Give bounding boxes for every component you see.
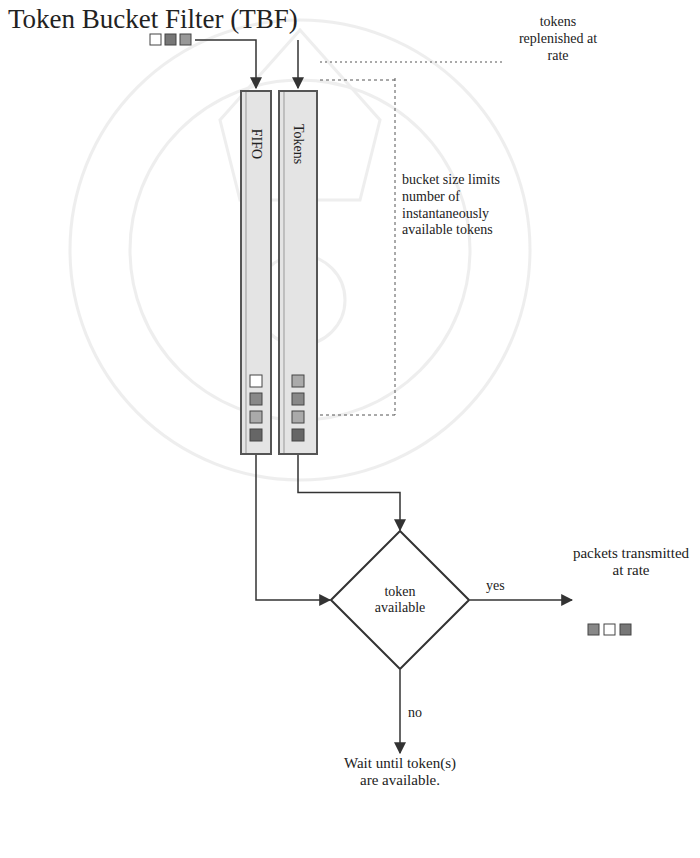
text-node: Wait until token(s) are available.	[340, 755, 460, 790]
edge-label: no	[406, 705, 424, 721]
connector	[399, 670, 401, 753]
decision-diamond: token available	[330, 530, 470, 670]
connector	[298, 455, 400, 530]
queue-column: FIFO	[240, 90, 272, 455]
node-text: Wait until token(s) are available.	[340, 755, 460, 790]
connector	[256, 455, 330, 600]
node-text: packets transmitted at rate	[572, 545, 690, 580]
queue-column: Tokens	[278, 90, 318, 455]
column-label: FIFO	[248, 129, 264, 159]
column-label: Tokens	[290, 124, 306, 164]
annotation: tokens replenished at rate	[508, 14, 608, 64]
diagram-title: Token Bucket Filter (TBF)	[8, 4, 298, 35]
annotation: bucket size limits number of instantaneo…	[402, 172, 520, 239]
edge-label: yes	[484, 578, 507, 594]
text-node: packets transmitted at rate	[572, 545, 690, 580]
connector	[470, 599, 572, 601]
node-text: token available	[360, 584, 440, 616]
